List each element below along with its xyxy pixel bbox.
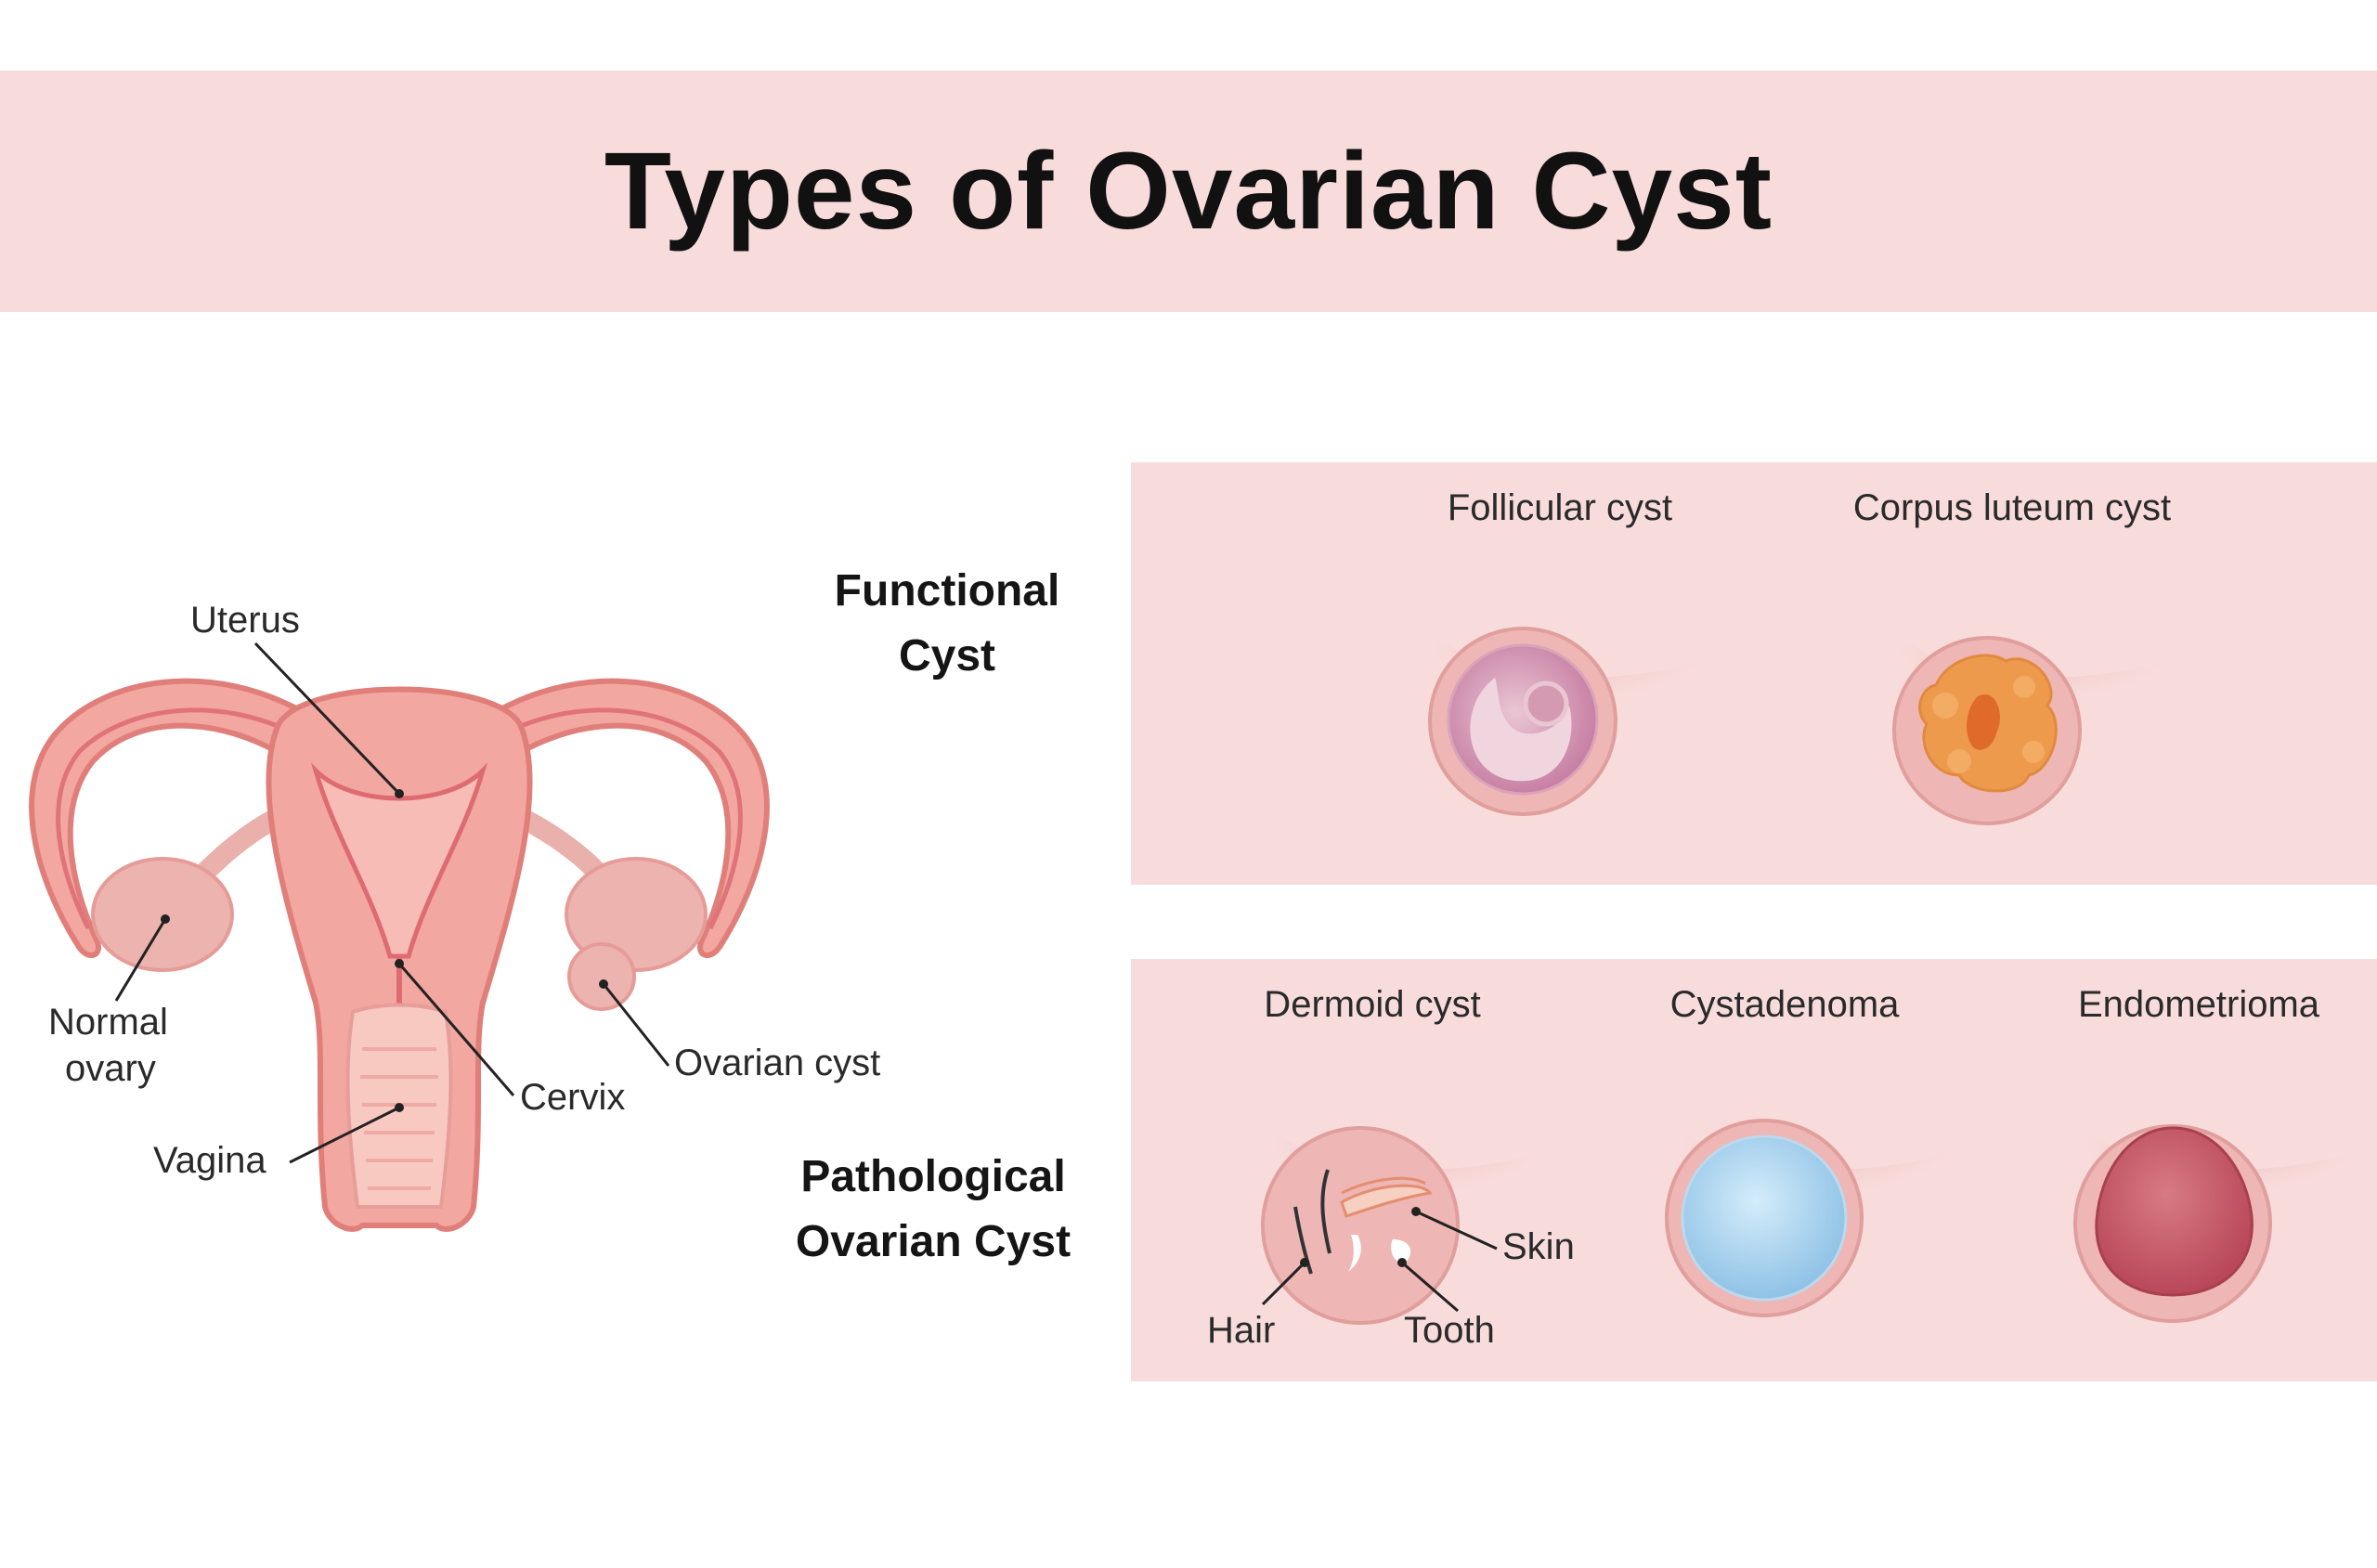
title-dermoid-cyst: Dermoid cyst [1264,984,1481,1025]
cystadenoma-graphic [1653,1095,1973,1317]
ovarian-cyst-small [567,942,636,1011]
follicular-cyst-graphic [1407,599,1727,816]
label-tooth: Tooth [1404,1310,1495,1351]
uterus-anatomy [29,641,770,1232]
label-skin: Skin [1502,1226,1575,1267]
title-cystadenoma: Cystadenoma [1669,984,1900,1025]
fallopian-tube-right [460,678,770,958]
pathological-cyst-label: Pathological Ovarian Cyst [738,1145,1128,1275]
label-hair: Hair [1207,1310,1276,1351]
normal-ovary-right [565,857,708,972]
dermoid-cyst-graphic [1244,1095,1565,1325]
label-normal-ovary-line1: Normal [48,1002,168,1043]
functional-cyst-panel [1131,462,2377,885]
fallopian-tube-left [29,678,339,958]
title-endometrioma: Endometrioma [2077,984,2320,1025]
title-corpus-luteum-cyst: Corpus luteum cyst [1852,487,2172,528]
normal-ovary-left [91,857,234,972]
pathological-label-line1: Pathological [800,1152,1066,1201]
label-ovarian-cyst: Ovarian cyst [674,1043,881,1083]
functional-cyst-label: Functional Cyst [752,559,1142,689]
functional-label-line1: Functional [834,566,1060,616]
label-uterus: Uterus [190,600,300,641]
endometrioma-graphic [2057,1095,2377,1323]
page-title: Types of Ovarian Cyst [604,130,1773,253]
title-follicular-cyst: Follicular cyst [1447,487,1673,528]
label-cervix: Cervix [520,1077,626,1118]
corpus-luteum-cyst-graphic [1871,599,2191,825]
title-banner: Types of Ovarian Cyst [0,71,2377,312]
functional-label-line2: Cyst [898,631,996,680]
label-vagina: Vagina [153,1140,266,1181]
label-normal-ovary-line2: ovary [65,1048,156,1089]
pathological-label-line2: Ovarian Cyst [795,1217,1072,1266]
